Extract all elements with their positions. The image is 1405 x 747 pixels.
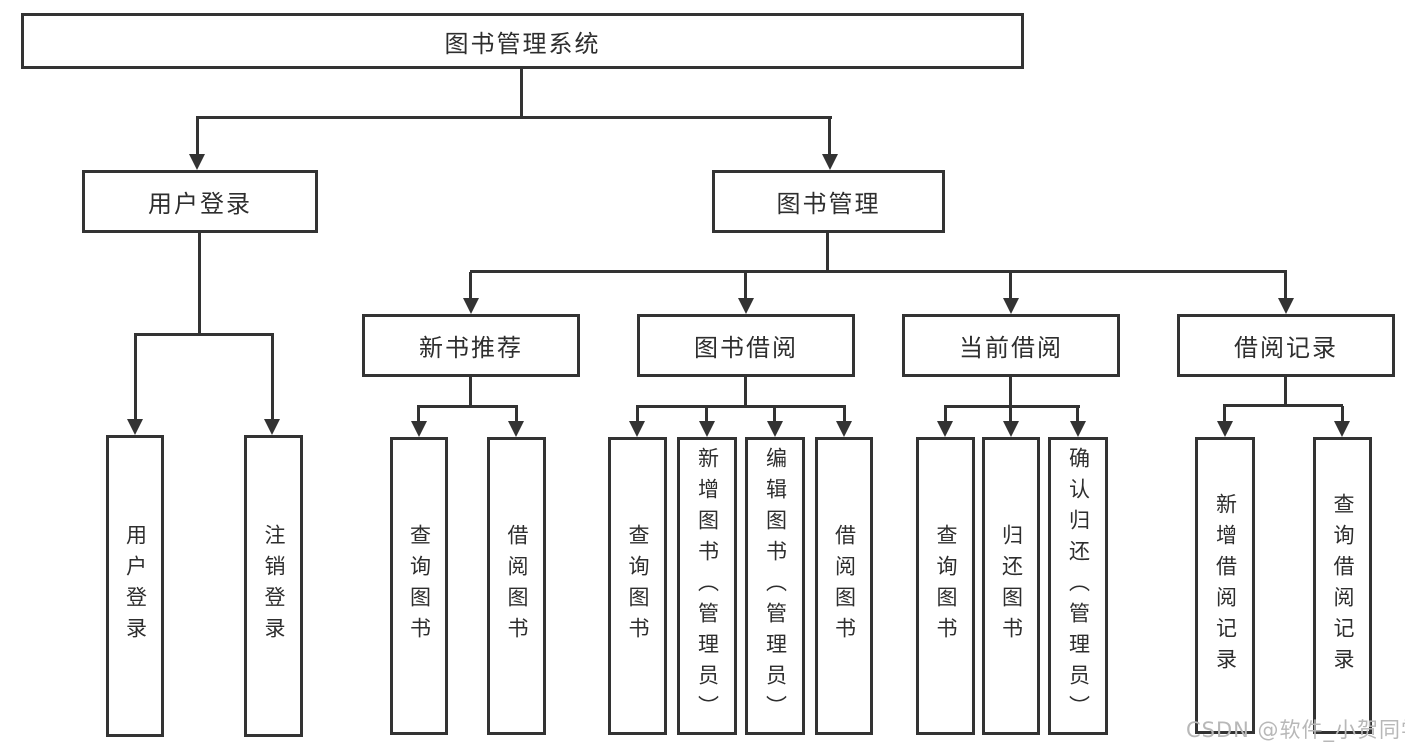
leaf-query-borrow-record: 查询借阅记录: [1313, 437, 1372, 734]
leaf-borrow-books-2: 借阅图书: [815, 437, 873, 735]
edge-line: [1009, 272, 1012, 300]
node-label: 查询图书: [407, 524, 432, 648]
arrow-down-icon: [767, 421, 783, 437]
node-label: 查询图书: [934, 524, 958, 648]
node-root-library-system: 图书管理系统: [21, 13, 1024, 69]
edge-line: [744, 272, 747, 300]
arrow-down-icon: [463, 298, 479, 314]
node-user-login-branch: 用户登录: [82, 170, 318, 233]
edge-line: [744, 377, 747, 407]
edge-line: [198, 233, 201, 335]
node-book-borrowing: 图书借阅: [637, 314, 855, 377]
edge-line: [1223, 406, 1226, 422]
node-current-borrowing: 当前借阅: [902, 314, 1120, 377]
edge-line: [469, 377, 472, 407]
node-label: 新增借阅记录: [1213, 492, 1238, 679]
arrow-down-icon: [1070, 421, 1086, 437]
edge-line: [705, 407, 708, 423]
node-label: 用户登录: [123, 524, 148, 648]
edge-line: [196, 118, 199, 156]
arrow-down-icon: [822, 154, 838, 170]
node-label: 注销登录: [262, 524, 286, 648]
node-label: 确认归还（管理员）: [1066, 446, 1091, 726]
node-label: 借阅图书: [505, 524, 529, 648]
arrow-down-icon: [1278, 298, 1294, 314]
leaf-add-borrow-record: 新增借阅记录: [1195, 437, 1255, 734]
leaf-add-books-admin: 新增图书（管理员）: [677, 437, 737, 735]
arrow-down-icon: [629, 421, 645, 437]
edge-line: [470, 270, 1287, 273]
arrow-down-icon: [1334, 421, 1350, 437]
arrow-down-icon: [411, 421, 427, 437]
node-label: 借阅记录: [1234, 334, 1338, 362]
edge-line: [828, 118, 831, 156]
edge-line: [417, 405, 518, 408]
edge-line: [636, 405, 846, 408]
edge-line: [271, 335, 274, 421]
arrow-down-icon: [264, 419, 280, 435]
edge-line: [1284, 272, 1287, 300]
leaf-return-books: 归还图书: [982, 437, 1040, 735]
arrow-down-icon: [836, 421, 852, 437]
leaf-query-books-2: 查询图书: [608, 437, 667, 735]
edge-line: [773, 407, 776, 423]
leaf-logout: 注销登录: [244, 435, 303, 737]
node-new-book-recommendation: 新书推荐: [362, 314, 580, 377]
arrow-down-icon: [508, 421, 524, 437]
edge-line: [417, 407, 420, 423]
edge-line: [515, 407, 518, 423]
leaf-user-login: 用户登录: [106, 435, 164, 737]
node-label: 图书借阅: [694, 334, 798, 362]
arrow-down-icon: [1217, 421, 1233, 437]
arrow-down-icon: [738, 298, 754, 314]
edge-line: [826, 233, 829, 272]
node-book-management-branch: 图书管理: [712, 170, 945, 233]
edge-line: [1076, 407, 1079, 423]
node-label: 用户登录: [148, 190, 252, 218]
node-label: 查询借阅记录: [1331, 492, 1355, 679]
edge-line: [1223, 404, 1343, 407]
edge-line: [1341, 406, 1344, 422]
node-label: 借阅图书: [832, 524, 857, 648]
leaf-query-books-1: 查询图书: [390, 437, 448, 735]
leaf-query-books-3: 查询图书: [916, 437, 975, 735]
edge-line: [134, 333, 274, 336]
arrow-down-icon: [937, 421, 953, 437]
edge-line: [196, 116, 832, 119]
edge-line: [944, 407, 947, 423]
edge-line: [134, 335, 137, 421]
node-label: 图书管理系统: [444, 29, 601, 58]
edge-line: [1009, 377, 1012, 407]
arrow-down-icon: [127, 419, 143, 435]
edge-line: [1284, 377, 1287, 406]
node-label: 图书管理: [776, 190, 881, 218]
node-label: 新增图书（管理员）: [695, 446, 720, 726]
leaf-edit-books-admin: 编辑图书（管理员）: [745, 437, 805, 735]
leaf-confirm-return-admin: 确认归还（管理员）: [1048, 437, 1108, 735]
csdn-watermark: CSDN @软件_小贺同学: [1186, 718, 1405, 742]
node-label: 新书推荐: [419, 334, 523, 362]
arrow-down-icon: [1003, 298, 1019, 314]
edge-line: [944, 405, 1080, 408]
edge-line: [843, 407, 846, 423]
node-borrowing-records: 借阅记录: [1177, 314, 1395, 377]
node-label: 归还图书: [999, 524, 1024, 648]
edge-line: [636, 407, 639, 423]
node-label: 当前借阅: [959, 334, 1063, 362]
edge-line: [469, 272, 472, 300]
node-label: 编辑图书（管理员）: [763, 446, 788, 726]
arrow-down-icon: [699, 421, 715, 437]
arrow-down-icon: [1003, 421, 1019, 437]
edge-line: [1009, 407, 1012, 423]
arrow-down-icon: [189, 154, 205, 170]
node-label: 查询图书: [626, 524, 650, 648]
edge-line: [520, 69, 523, 118]
leaf-borrow-books-1: 借阅图书: [487, 437, 546, 735]
